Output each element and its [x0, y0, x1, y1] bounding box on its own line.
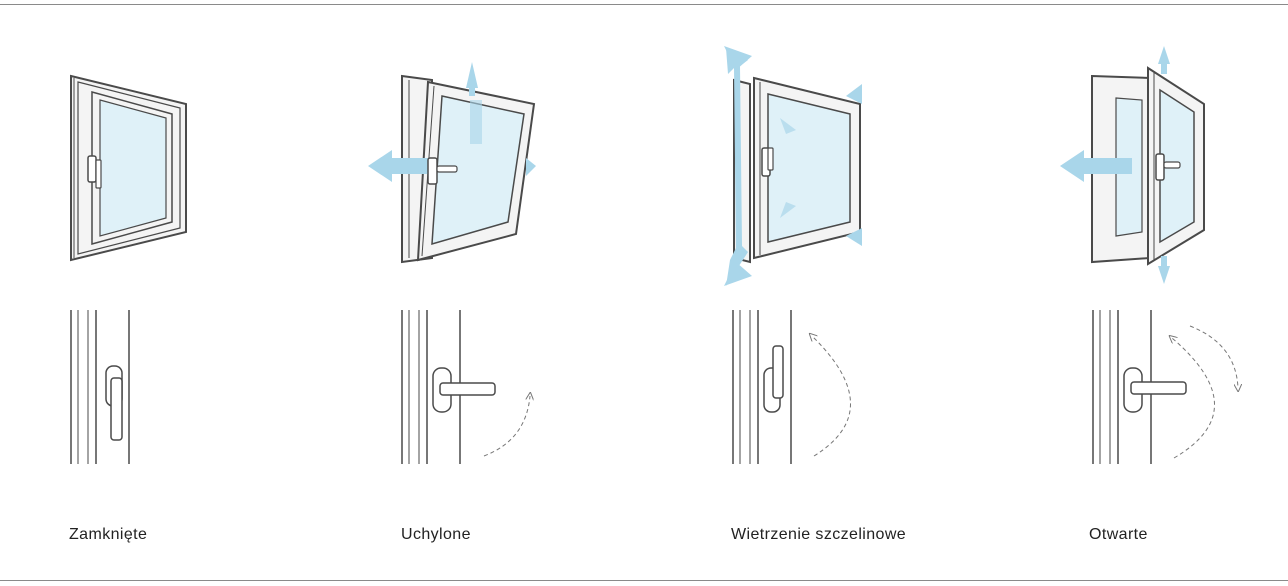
- frame-section-closed: [70, 310, 130, 464]
- handle-down-icon: [87, 155, 102, 189]
- handle-horizontal-icon: [1155, 153, 1181, 181]
- handle-angled-icon: [761, 147, 774, 177]
- label-closed: Zamknięte: [69, 526, 148, 543]
- handle-horizontal-icon: [427, 157, 458, 185]
- airflow-arrow-icon: [1060, 46, 1170, 284]
- label-tilted: Uchylone: [401, 526, 471, 543]
- airflow-arrow-icon: [724, 46, 862, 286]
- label-open: Otwarte: [1089, 526, 1148, 543]
- rotation-arrow-icon: [483, 396, 530, 457]
- window-closed-icon: [70, 74, 187, 262]
- rotation-arrow-icon: [1172, 325, 1238, 459]
- bottom-divider: [0, 580, 1288, 581]
- frame-section-open: [1092, 310, 1187, 464]
- frame-section-tilted: [401, 310, 496, 464]
- top-divider: [0, 4, 1288, 5]
- label-micro-ventilation: Wietrzenie szczelinowe: [731, 526, 907, 543]
- rotation-arrow-icon: [812, 336, 851, 457]
- window-micro-ventilation-icon: [733, 76, 861, 264]
- airflow-arrow-icon: [368, 62, 536, 182]
- frame-section-micro-ventilation: [732, 310, 792, 464]
